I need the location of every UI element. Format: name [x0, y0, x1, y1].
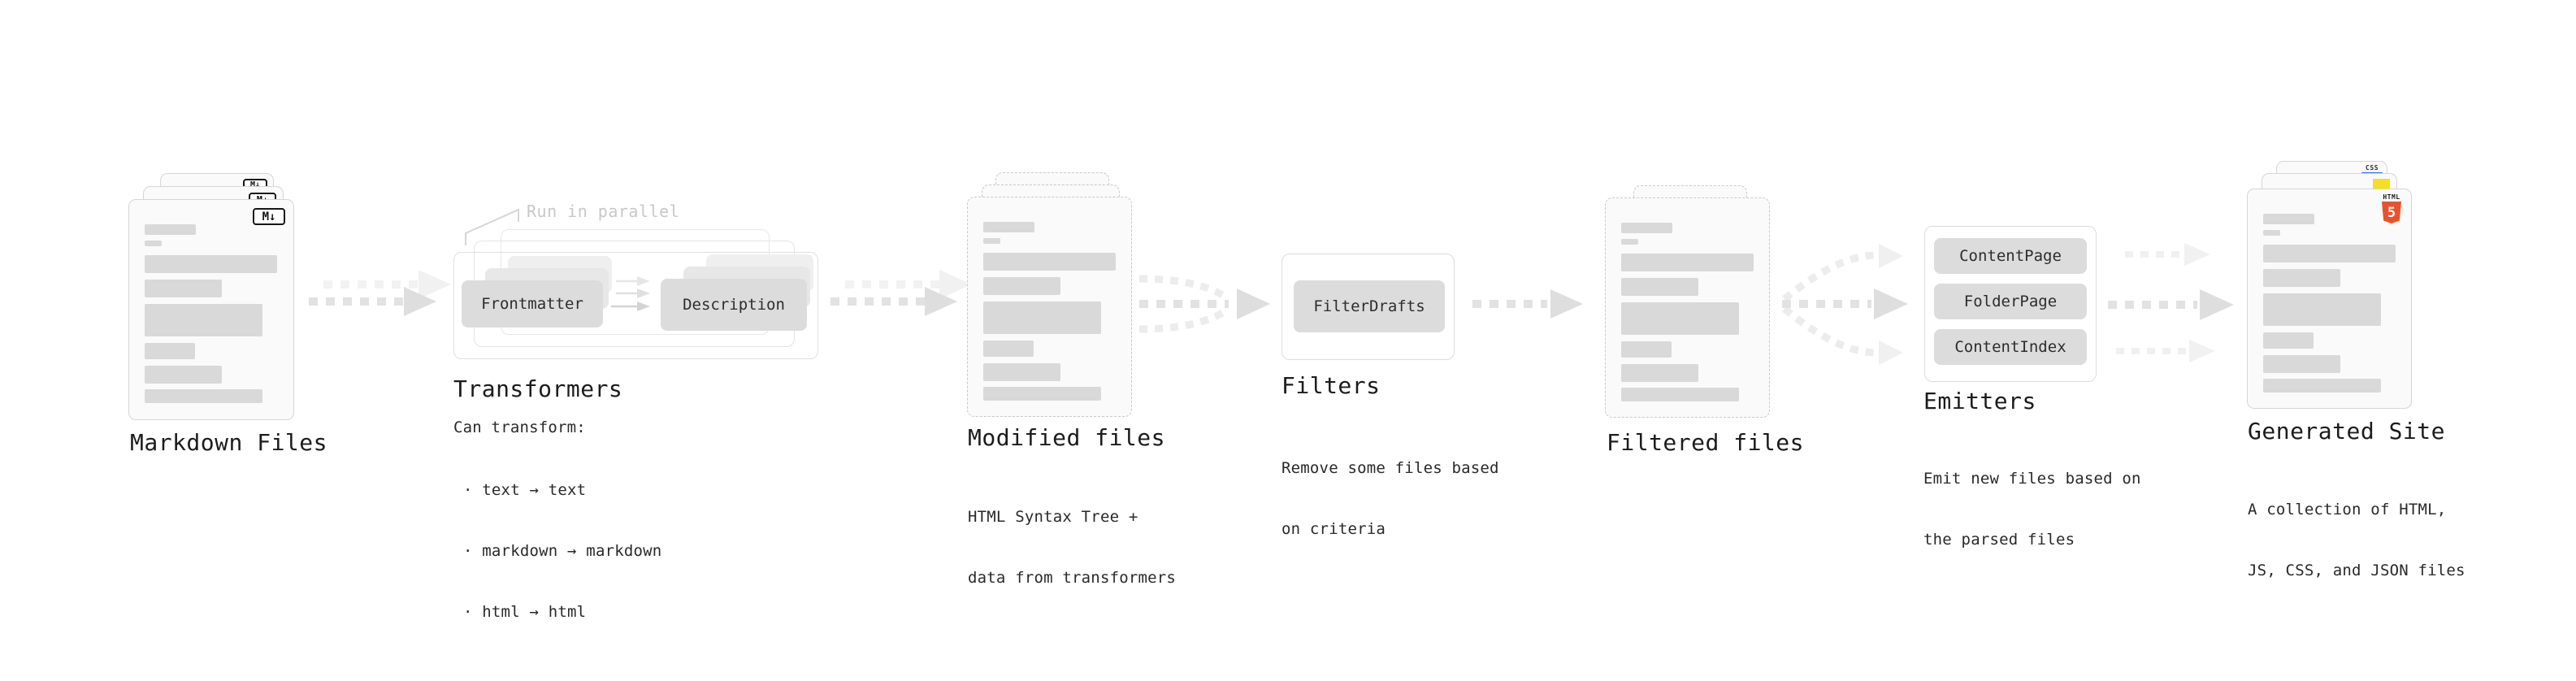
emitters-desc: Emit new files based on the parsed files	[1923, 428, 2141, 591]
arrow-markdown-to-transformers	[309, 270, 451, 316]
parallel-step-arrows	[611, 276, 650, 311]
html5-icon: HTML 5	[2381, 193, 2402, 223]
desc-line: data from transformers	[968, 569, 1177, 587]
arrow-emitters-to-generated	[2108, 243, 2234, 362]
desc-line: HTML Syntax Tree +	[968, 508, 1138, 526]
arrow-filtered-to-emitters	[1782, 244, 1908, 365]
placeholder-bar	[145, 255, 277, 273]
placeholder-bar	[2263, 379, 2381, 393]
desc-line: A collection of HTML,	[2248, 501, 2447, 518]
step-description: Description	[661, 279, 807, 331]
placeholder-bar	[983, 238, 1000, 244]
markdown-files-title: Markdown Files	[130, 429, 328, 456]
step-contentpage: ContentPage	[1934, 238, 2087, 274]
arrow-filters-to-filtered	[1472, 289, 1583, 319]
emitters-title: Emitters	[1923, 388, 2036, 414]
desc-line: the parsed files	[1923, 531, 2075, 549]
placeholder-bar	[1621, 388, 1739, 401]
placeholder-bar	[145, 389, 262, 403]
placeholder-bar	[983, 277, 1060, 295]
placeholder-bar	[2263, 245, 2396, 262]
modified-file-card-front	[967, 197, 1132, 417]
markdown-file-card-front: M↓	[128, 199, 294, 420]
modified-files-title: Modified files	[968, 424, 1166, 451]
placeholder-bar	[2263, 230, 2280, 236]
run-in-parallel-note: Run in parallel	[527, 202, 680, 221]
bullet-item: · text → text	[463, 481, 587, 499]
bullet-item: · markdown → markdown	[463, 542, 662, 560]
placeholder-bar	[1621, 302, 1739, 335]
arrow-modified-to-filters	[1138, 275, 1270, 333]
desc-line: Remove some files based	[1281, 459, 1499, 477]
generated-site-title: Generated Site	[2248, 418, 2446, 445]
step-frontmatter: Frontmatter	[462, 280, 603, 327]
filters-title: Filters	[1281, 372, 1381, 399]
modified-files-desc: HTML Syntax Tree + data from transformer…	[968, 466, 1176, 629]
desc-line: on criteria	[1281, 520, 1386, 538]
placeholder-bar	[983, 340, 1034, 357]
desc-line: JS, CSS, and JSON files	[2248, 562, 2465, 579]
placeholder-bar	[1621, 364, 1698, 382]
generated-site-desc: A collection of HTML, JS, CSS, and JSON …	[2248, 459, 2465, 622]
transformers-desc: Can transform:	[453, 419, 586, 436]
placeholder-bar	[145, 241, 162, 246]
desc-line: Emit new files based on	[1923, 470, 2141, 488]
step-contentindex: ContentIndex	[1934, 329, 2087, 365]
placeholder-bar	[1621, 254, 1754, 271]
filtered-files-title: Filtered files	[1607, 429, 1805, 456]
placeholder-bar	[983, 387, 1101, 401]
step-folderpage: FolderPage	[1934, 284, 2087, 319]
placeholder-bar	[1621, 278, 1698, 296]
placeholder-bar	[983, 363, 1060, 381]
placeholder-bar	[145, 224, 196, 235]
placeholder-bar	[2263, 293, 2381, 326]
filtered-file-card-front	[1605, 197, 1770, 418]
placeholder-bar	[145, 366, 222, 384]
placeholder-bar	[2263, 214, 2314, 224]
transformer-frame-front	[453, 252, 818, 359]
step-filterdrafts: FilterDrafts	[1294, 280, 1445, 332]
js-icon	[2373, 179, 2390, 189]
placeholder-bar	[1621, 239, 1638, 245]
run-in-parallel-bracket	[465, 208, 519, 245]
placeholder-bar	[983, 253, 1116, 271]
placeholder-bar	[145, 304, 262, 336]
placeholder-bar	[2263, 269, 2340, 287]
transformers-bullets: · text → text · markdown → markdown · ht…	[463, 440, 661, 663]
arrow-transformers-to-modified	[830, 270, 972, 316]
filters-desc: Remove some files based on criteria	[1281, 418, 1499, 580]
markdown-icon: M↓	[253, 208, 285, 225]
placeholder-bar	[1621, 223, 1672, 233]
bullet-item: · html → html	[463, 603, 587, 621]
placeholder-bar	[145, 280, 222, 297]
placeholder-bar	[145, 343, 195, 359]
placeholder-bar	[2263, 355, 2340, 373]
placeholder-bar	[2263, 332, 2314, 349]
generated-file-card-front: HTML 5	[2247, 189, 2412, 409]
placeholder-bar	[983, 222, 1034, 232]
placeholder-bar	[983, 301, 1101, 334]
transformers-title: Transformers	[453, 375, 623, 402]
placeholder-bar	[1621, 341, 1672, 358]
